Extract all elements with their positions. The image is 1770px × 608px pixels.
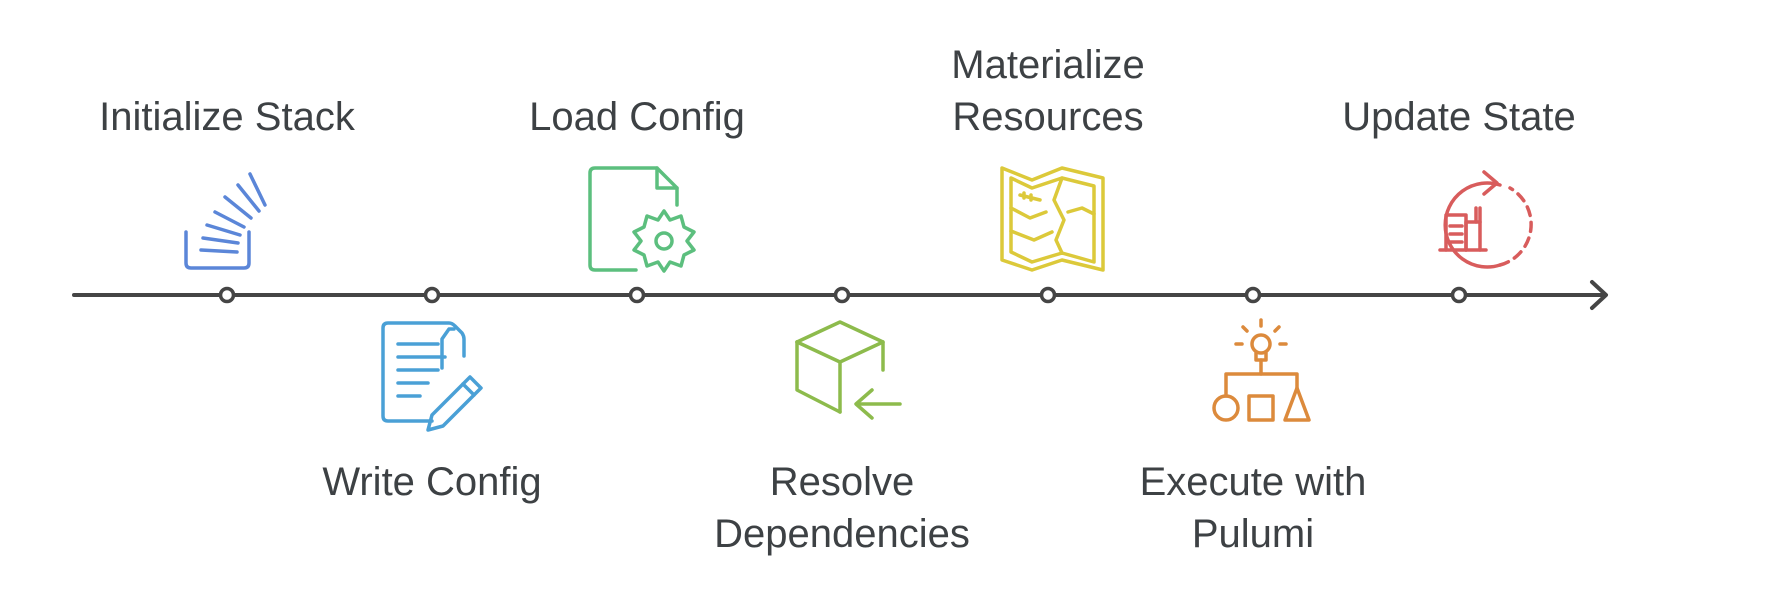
step-marker-2	[423, 286, 441, 304]
step-marker-7	[1450, 286, 1468, 304]
step-marker-4	[833, 286, 851, 304]
step-label-load-config: Load Config	[477, 91, 797, 143]
step-label-update-state: Update State	[1299, 91, 1619, 143]
step-label-line: Resources	[952, 95, 1144, 139]
step-label-line: Initialize Stack	[99, 95, 355, 139]
step-label-line: Execute with	[1139, 460, 1367, 504]
step-label-line: Dependencies	[714, 512, 970, 556]
step-label-write-config: Write Config	[272, 456, 592, 508]
step-label-resolve-dependencies: Resolve Dependencies	[682, 456, 1002, 560]
map-icon	[1000, 166, 1105, 272]
stack-icon	[184, 172, 267, 270]
timeline-markers	[218, 286, 1468, 304]
step-label-line: Resolve	[769, 460, 915, 504]
step-label-line: Write Config	[322, 460, 542, 504]
document-edit-icon	[381, 321, 483, 432]
step-marker-5	[1039, 286, 1057, 304]
step-label-materialize-resources: Materialize Resources	[888, 39, 1208, 143]
timeline-arrowhead	[1590, 280, 1608, 310]
idea-shapes-icon	[1212, 318, 1311, 422]
step-marker-3	[628, 286, 646, 304]
step-label-line: Materialize	[951, 43, 1145, 87]
step-marker-6	[1244, 286, 1262, 304]
step-label-execute-with-pulumi: Execute with Pulumi	[1093, 456, 1413, 560]
step-label-initialize-stack: Initialize Stack	[67, 91, 387, 143]
cube-arrow-icon	[795, 320, 902, 420]
file-gear-icon	[588, 166, 696, 273]
step-label-line: Update State	[1342, 95, 1576, 139]
step-label-line: Pulumi	[1191, 512, 1315, 556]
step-marker-1	[218, 286, 236, 304]
step-label-line: Load Config	[529, 95, 745, 139]
refresh-state-icon	[1438, 170, 1533, 269]
